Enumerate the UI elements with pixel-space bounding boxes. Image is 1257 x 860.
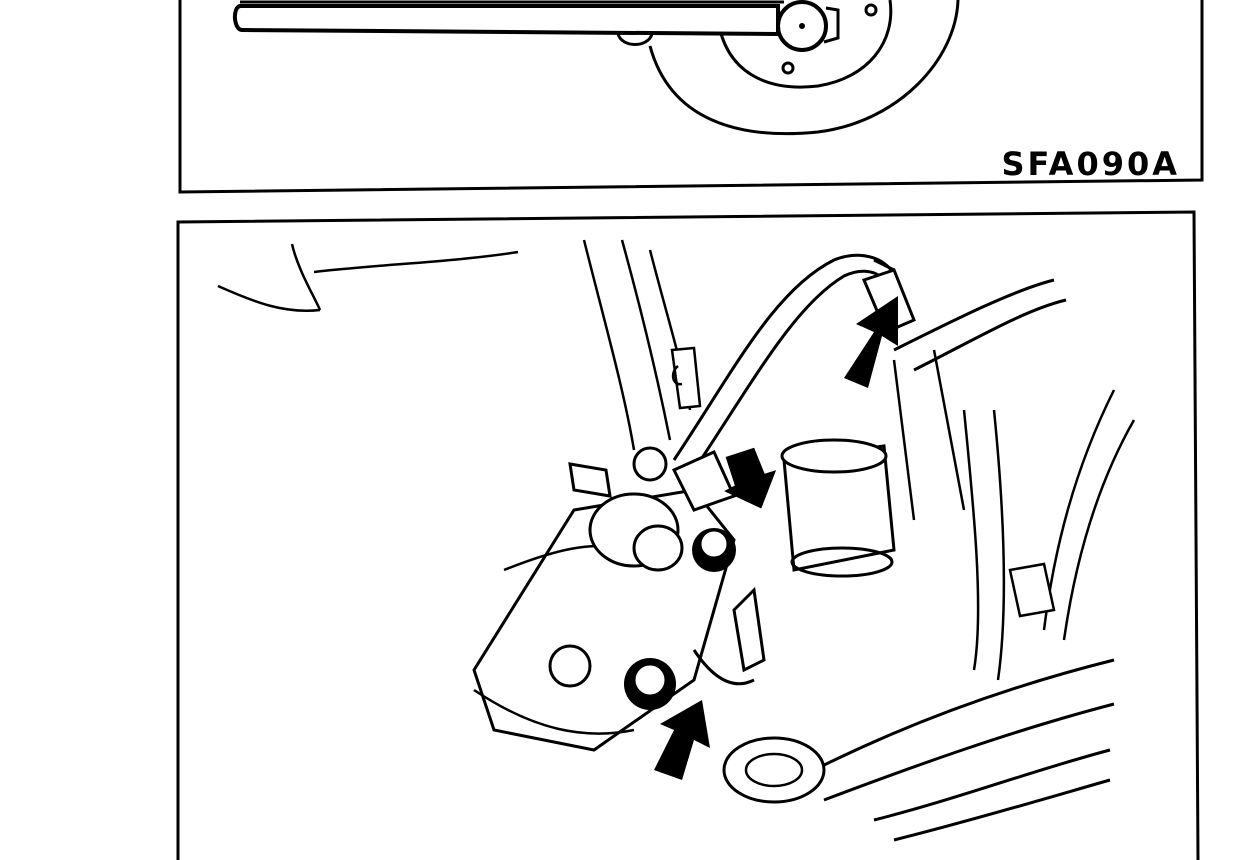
figure-code-label: SFA090A: [1001, 145, 1180, 183]
brake-caliper-assembly-illustration: [176, 210, 1200, 860]
tool-on-brake-disc-illustration: [178, 0, 1204, 194]
figure-panel-bottom: [174, 210, 1204, 860]
figure-panel-top: SFA090A: [178, 0, 1204, 194]
